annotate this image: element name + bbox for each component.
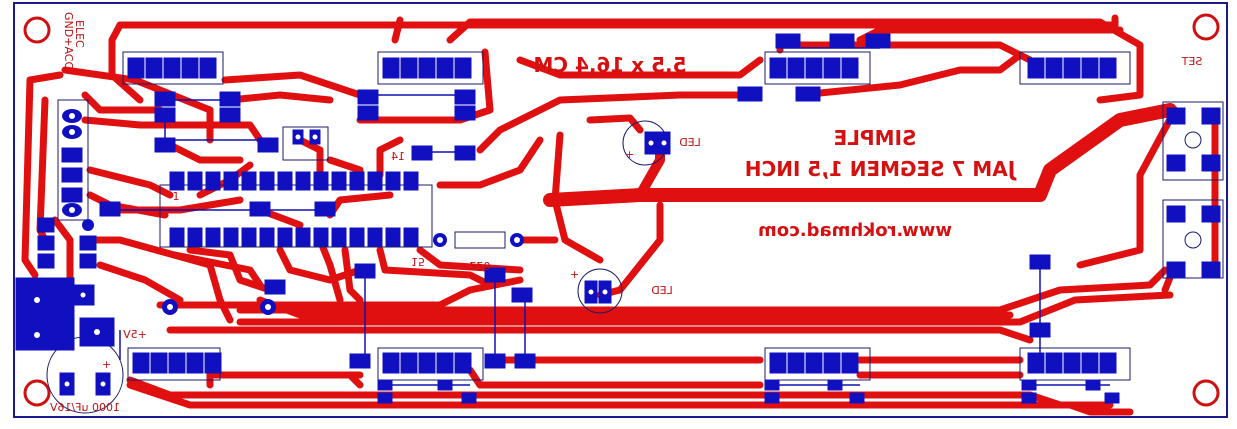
website-label: www.rokhmad.com xyxy=(758,220,952,241)
capacitor-label: 1000 uF/16V xyxy=(50,401,120,414)
led-top-label: LED xyxy=(679,136,701,149)
plus-cap-label: + xyxy=(102,358,111,371)
resistor-220-label: 220 xyxy=(470,259,491,272)
power-label-2: ELEC xyxy=(73,20,86,48)
plus-bottom-label: + xyxy=(570,268,579,281)
board-size-label: 5,5 x 16,4 CM xyxy=(533,53,686,77)
pin-14-label: 14 xyxy=(391,150,405,163)
mounting-holes xyxy=(23,13,1220,407)
drill-holes xyxy=(34,113,667,387)
pin-15-label: 15 xyxy=(411,255,425,268)
title-line-2: JAM 7 SEGMEN 1,5 INCH xyxy=(745,157,1017,181)
plus-top-label: + xyxy=(625,148,634,161)
pads xyxy=(15,33,1221,404)
power-label: GND+ACC xyxy=(62,12,75,69)
pin-1-label: 1 xyxy=(173,190,180,203)
title-line-1: SIMPLE xyxy=(834,126,917,150)
led-bottom-label: LED xyxy=(651,284,673,297)
silkscreen-text: 5,5 x 16,4 CM SIMPLE JAM 7 SEGMEN 1,5 IN… xyxy=(50,12,1203,414)
plus5v-label: +5V xyxy=(123,328,147,341)
set-label: SET xyxy=(1181,55,1202,68)
